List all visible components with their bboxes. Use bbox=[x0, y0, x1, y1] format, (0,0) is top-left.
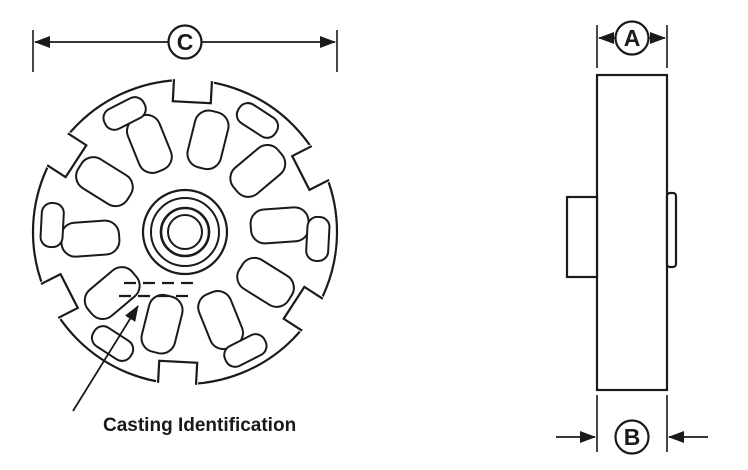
dim-b: B bbox=[556, 395, 708, 455]
front-view bbox=[31, 74, 339, 390]
rim-notches bbox=[35, 74, 335, 390]
casting-id-callout: Casting Identification bbox=[72, 305, 296, 436]
window-slot bbox=[236, 256, 295, 308]
side-view bbox=[565, 73, 678, 392]
dim-b-balloon bbox=[614, 419, 650, 455]
outer-slot bbox=[223, 333, 268, 368]
rim-notch bbox=[35, 271, 81, 322]
rim-notch bbox=[170, 74, 215, 106]
dim-a-label: A bbox=[624, 25, 641, 51]
side-hub-boss bbox=[565, 195, 599, 279]
outer-slot bbox=[90, 325, 135, 362]
outer-slot bbox=[235, 102, 280, 139]
hub-bore-chamfer bbox=[167, 214, 203, 250]
outer-slot bbox=[102, 96, 147, 131]
dim-c: C bbox=[32, 24, 338, 72]
dim-a: A bbox=[596, 20, 668, 68]
rim-notch bbox=[289, 142, 335, 193]
window-slot bbox=[83, 266, 141, 321]
dim-b-label: B bbox=[624, 424, 641, 450]
window-slot bbox=[186, 109, 230, 171]
rim-notch bbox=[280, 284, 329, 336]
window-slots bbox=[60, 109, 310, 355]
side-hub-bump bbox=[665, 191, 678, 269]
casting-id-label: Casting Identification bbox=[103, 415, 296, 436]
casting-id-marks bbox=[119, 281, 194, 298]
window-slot bbox=[249, 206, 310, 245]
hub bbox=[141, 188, 229, 276]
outer-slots bbox=[39, 96, 331, 368]
window-slot bbox=[229, 143, 287, 198]
rim-notch bbox=[41, 128, 90, 180]
side-body bbox=[595, 73, 669, 392]
casting-id-leader-line bbox=[72, 305, 139, 412]
window-slot bbox=[140, 293, 184, 355]
window-slot bbox=[60, 219, 121, 258]
outer-slot bbox=[39, 202, 65, 249]
rim-notch bbox=[155, 358, 200, 390]
window-slot bbox=[75, 156, 134, 208]
dim-c-label: C bbox=[177, 29, 194, 55]
dim-c-balloon bbox=[167, 24, 203, 60]
outer-slot bbox=[305, 215, 331, 262]
dim-a-balloon bbox=[614, 20, 650, 56]
